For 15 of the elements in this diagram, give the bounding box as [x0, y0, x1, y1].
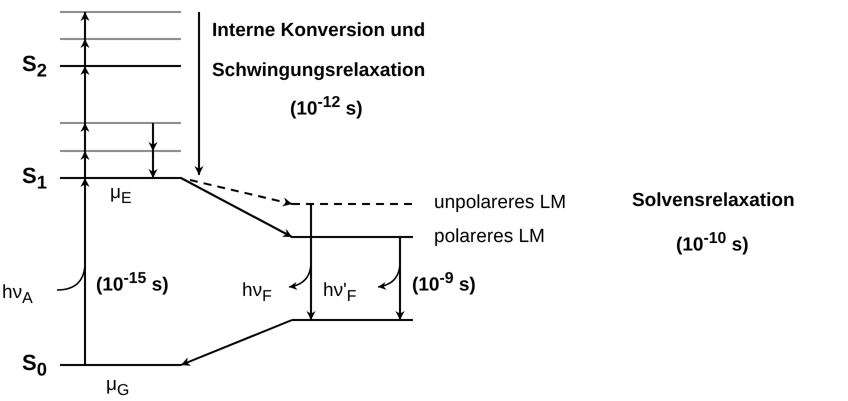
- state-label: S$_{0}$: [22, 352, 47, 380]
- photon-label: hν'$_{F}$: [323, 280, 356, 307]
- state-label: S$_{1}$: [22, 165, 47, 194]
- dipole-label: μ$_{E}$: [110, 182, 132, 209]
- solvent-label: unpolareres LM: [434, 192, 566, 214]
- photon-label: hν$_{A}$: [2, 282, 33, 309]
- state-label: S$_{2}$: [22, 53, 47, 82]
- time-label: (10$^{-12}$ s): [290, 93, 363, 120]
- dipole-label: μ$_{G}$: [106, 374, 130, 401]
- photon-label: hν$_{F}$: [242, 280, 272, 307]
- time-label: (10$^{-15}$ s): [96, 269, 169, 296]
- heading-text: Solvensrelaxation: [632, 190, 795, 212]
- time-label: (10$^{-10}$ s): [676, 229, 749, 256]
- solvent-label: polareres LM: [434, 226, 545, 248]
- time-label: (10$^{-9}$ s): [412, 269, 476, 296]
